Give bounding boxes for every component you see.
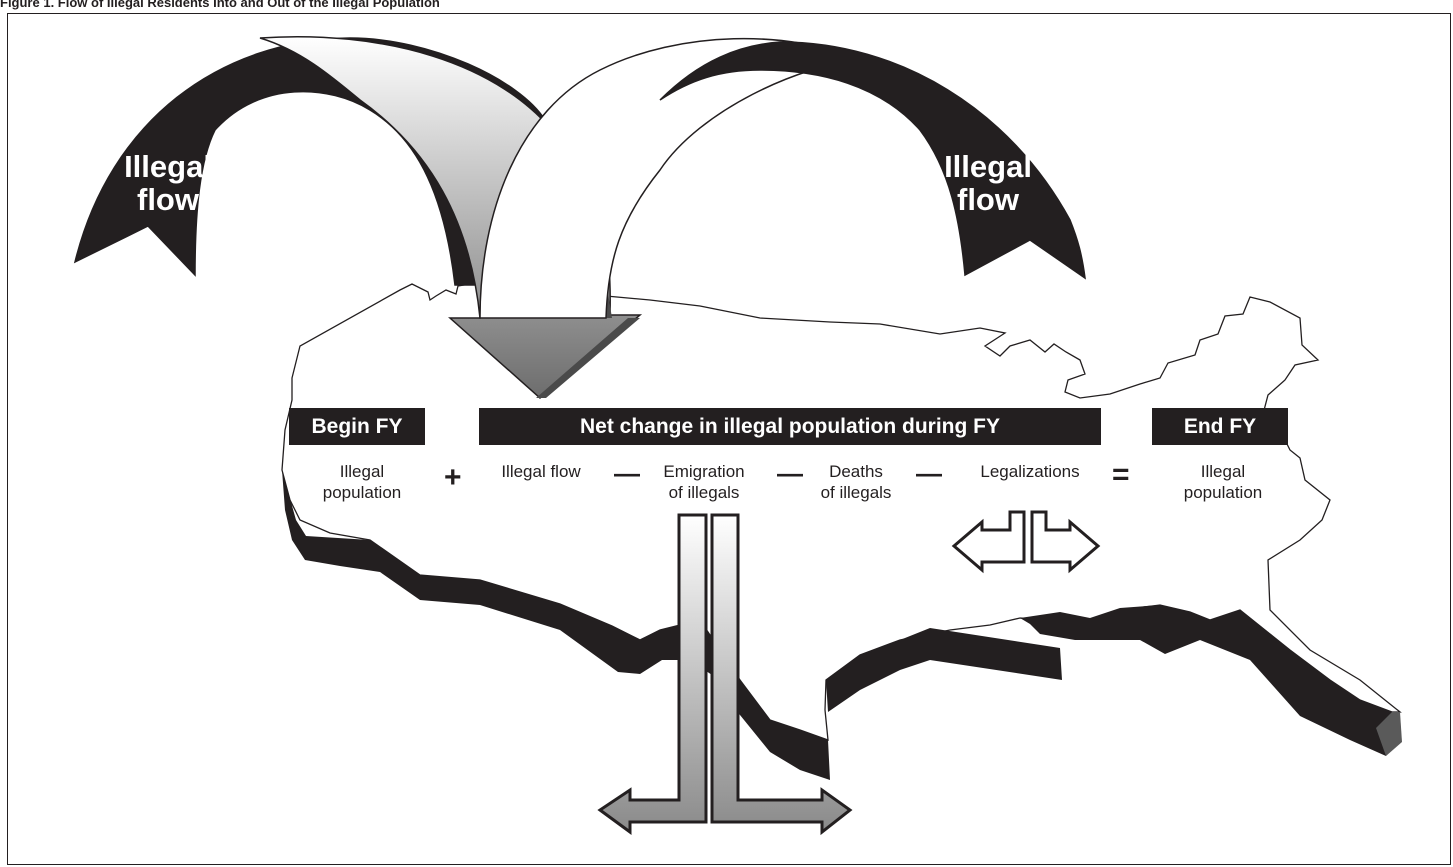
- border-shadow: [282, 470, 830, 780]
- right-arc-white: [479, 37, 861, 319]
- emigration-pipe-right: [710, 513, 853, 836]
- figure-frame: [7, 13, 1451, 865]
- legalization-arrow-right: [1030, 510, 1101, 574]
- figure-caption: Figure 1. Flow of Illegal Residents Into…: [0, 0, 1453, 10]
- emigration-term: Emigration of illegals: [640, 461, 768, 503]
- deaths-line2: of illegals: [820, 483, 892, 502]
- left-flow-label-line2: flow: [137, 182, 199, 217]
- right-flow-label: Illegal flow: [928, 150, 1048, 216]
- legalization-arrow-left: [951, 510, 1026, 574]
- begin-population-term: Illegal population: [297, 461, 427, 503]
- left-arrow-shaft-shadow: [536, 268, 640, 398]
- right-flow-label-line1: Illegal: [944, 149, 1032, 184]
- end-population-line2: population: [1183, 483, 1263, 502]
- deaths-line1: Deaths: [829, 462, 883, 481]
- illegal-flow-term: Illegal flow: [501, 462, 581, 481]
- emigration-line2: of illegals: [668, 483, 740, 502]
- emigration-line1: Emigration: [663, 462, 745, 481]
- legalizations-term: Legalizations: [980, 462, 1080, 481]
- left-flow-label-line1: Illegal: [124, 149, 212, 184]
- end-population-term: Illegal population: [1158, 461, 1288, 503]
- border-shadow-gulf: [1020, 605, 1400, 756]
- minus-operator-2: —: [777, 458, 803, 488]
- minus-operator-3: —: [916, 458, 942, 488]
- figure-caption-text: Figure 1. Flow of Illegal Residents Into…: [0, 0, 440, 10]
- minus-operator-1: —: [614, 458, 640, 488]
- deaths-term: Deaths of illegals: [800, 461, 912, 503]
- right-arc-back: [659, 41, 1086, 280]
- plus-operator: +: [444, 461, 462, 494]
- equals-operator: =: [1112, 458, 1130, 491]
- net-change-header: Net change in illegal population during …: [479, 408, 1101, 445]
- right-flow-label-line2: flow: [957, 182, 1019, 217]
- end-fy-header: End FY: [1152, 408, 1288, 445]
- end-population-line1: Illegal: [1200, 462, 1246, 481]
- begin-population-line1: Illegal: [339, 462, 385, 481]
- emigration-pipe-left: [597, 513, 708, 835]
- florida-tip: [1376, 712, 1402, 756]
- begin-population-line2: population: [322, 483, 402, 502]
- begin-fy-header: Begin FY: [289, 408, 425, 445]
- border-shadow-east: [826, 628, 1062, 712]
- left-flow-label: Illegal flow: [108, 150, 228, 216]
